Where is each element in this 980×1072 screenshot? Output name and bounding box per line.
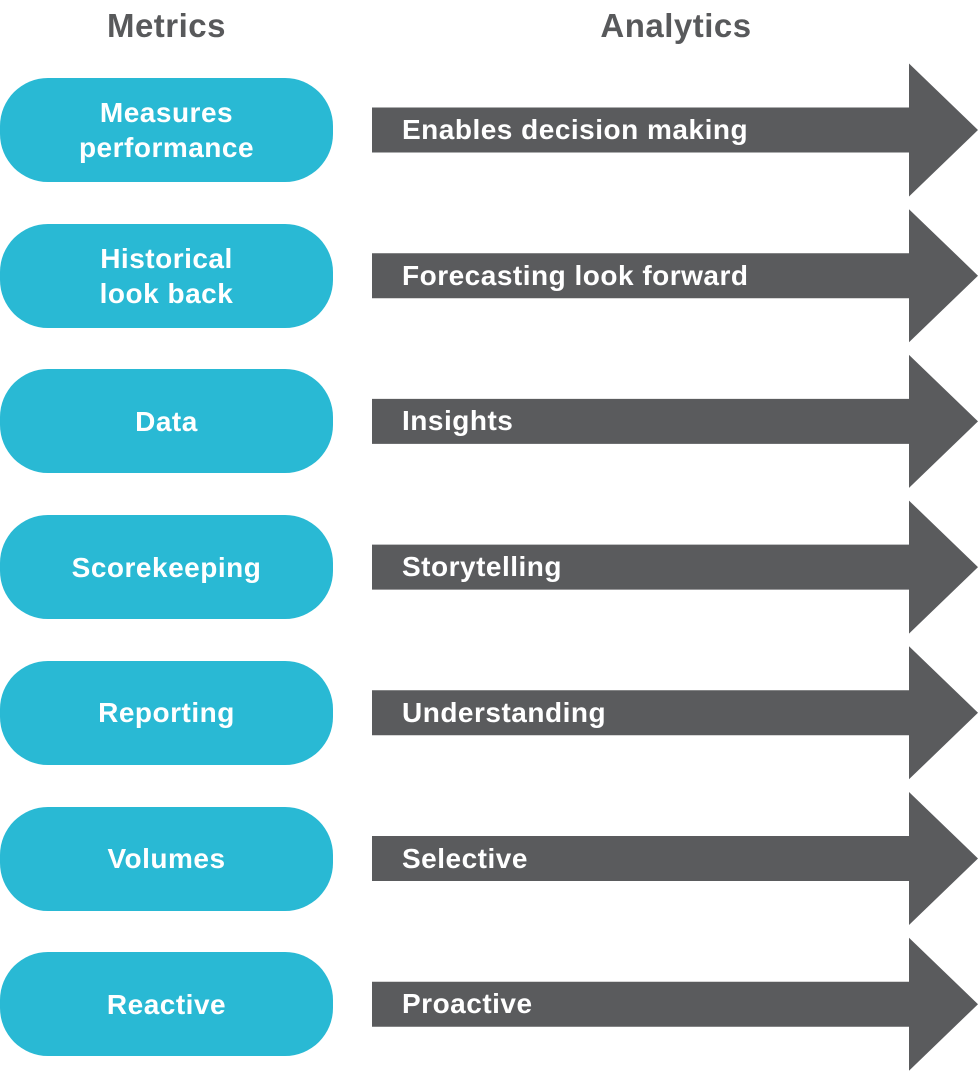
analytics-arrow: Understanding — [372, 640, 980, 786]
comparison-row: Scorekeeping Storytelling — [0, 494, 980, 640]
analytic-label: Forecasting look forward — [402, 259, 749, 291]
analytics-arrow: Enables decision making — [372, 57, 980, 203]
analytics-arrow: Selective — [372, 786, 980, 932]
analytics-arrow: Forecasting look forward — [372, 203, 980, 349]
analytic-label: Selective — [402, 842, 528, 874]
analytic-label: Insights — [402, 405, 514, 437]
metric-label: Volumes — [107, 843, 226, 874]
comparison-row: Data Insights — [0, 348, 980, 494]
metric-label: Scorekeeping — [71, 551, 262, 583]
comparison-row: Reactive Proactive — [0, 931, 980, 1072]
analytics-arrow: Insights — [372, 348, 980, 494]
metric-pill: Volumes — [0, 806, 333, 911]
analytic-label: Proactive — [402, 988, 533, 1020]
comparison-row: Reporting Understanding — [0, 640, 980, 786]
metric-label: Historical look back — [99, 242, 234, 309]
metric-pill: Measures performance — [0, 78, 333, 182]
metric-pill: Reactive — [0, 952, 333, 1057]
metric-pill: Scorekeeping — [0, 515, 333, 620]
analytic-label: Understanding — [402, 696, 607, 728]
metrics-column-header: Metrics — [106, 7, 227, 44]
analytics-column-header: Analytics — [600, 7, 752, 44]
metric-label: Measures performance — [78, 97, 255, 163]
comparison-row: Volumes Selective — [0, 786, 980, 932]
metric-pill: Data — [0, 369, 333, 474]
metric-label: Reporting — [98, 697, 235, 729]
metric-label: Reactive — [106, 988, 227, 1020]
metric-pill: Reporting — [0, 660, 333, 765]
analytic-label: Enables decision making — [402, 114, 749, 145]
comparison-row: Historical look back Forecasting look fo… — [0, 203, 980, 349]
metric-pill: Historical look back — [0, 223, 333, 328]
metric-label: Data — [135, 405, 198, 437]
analytic-label: Storytelling — [402, 551, 563, 583]
analytics-arrow: Storytelling — [372, 494, 980, 640]
analytics-arrow: Proactive — [372, 931, 980, 1072]
comparison-row: Measures performance Enables decision ma… — [0, 57, 980, 203]
